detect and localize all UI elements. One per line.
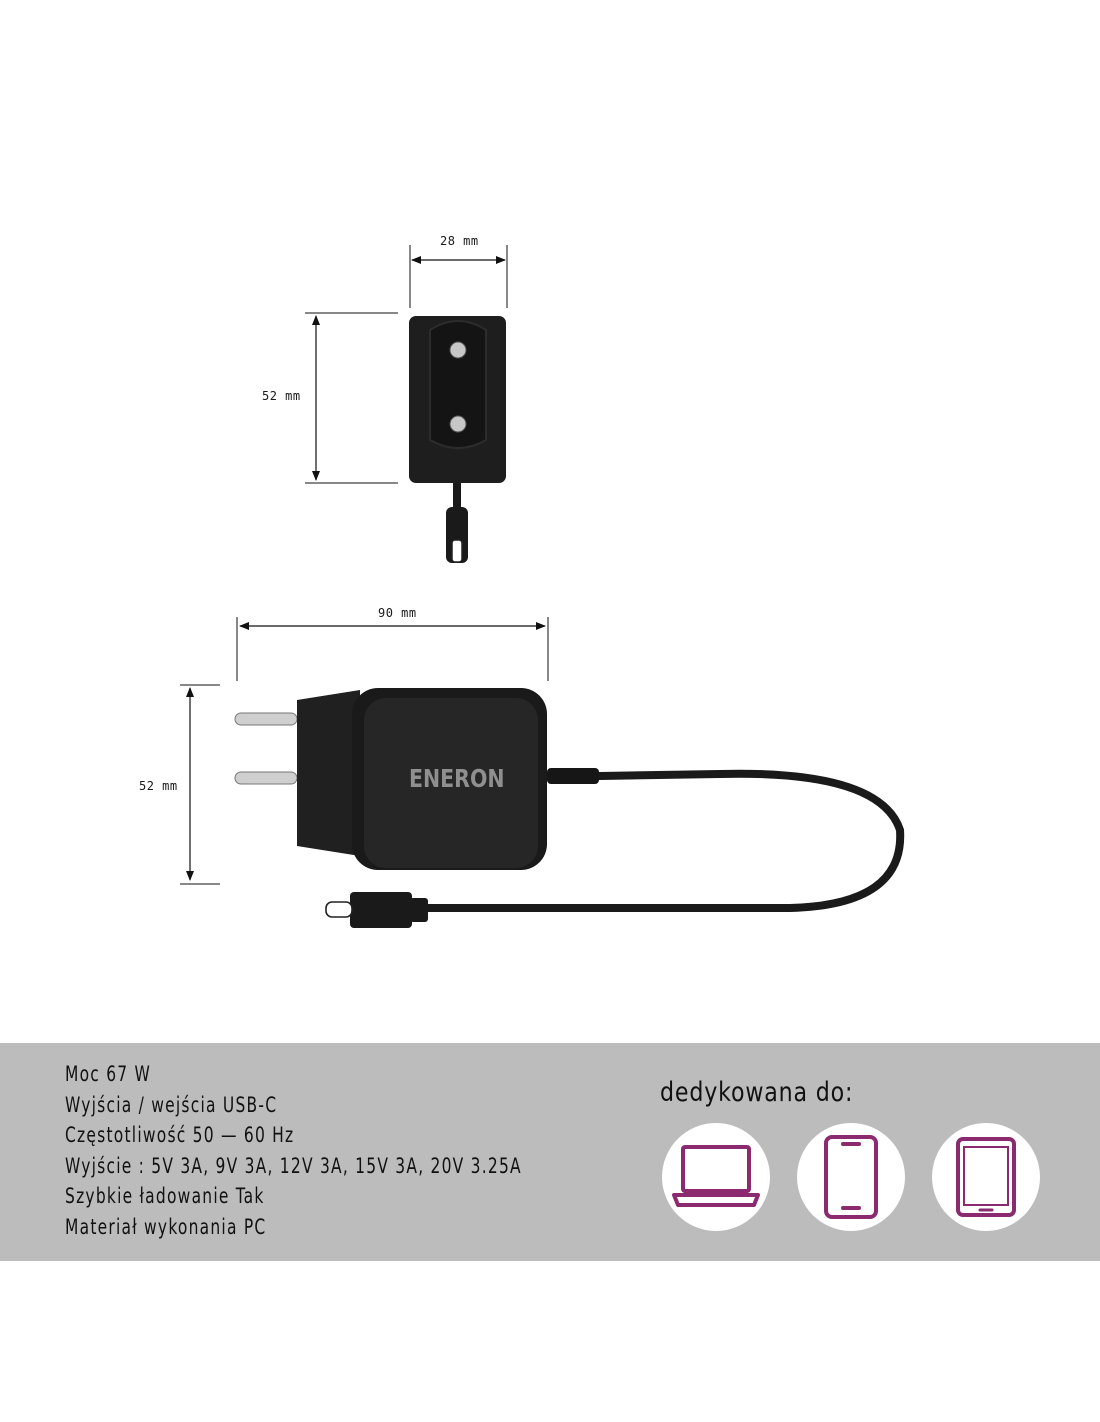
tablet-icon <box>956 1137 1016 1217</box>
spec-item-frequency: Częstotliwość 50 — 60 Hz <box>65 1123 295 1147</box>
spec-item-fast-charging: Szybkie ładowanie Tak <box>65 1184 265 1208</box>
cable-strain-relief <box>547 768 599 784</box>
charger-face <box>364 698 538 868</box>
top-height-label: 52 mm <box>262 389 301 403</box>
side-height-label: 52 mm <box>139 779 178 793</box>
device-tablet <box>932 1123 1040 1231</box>
cable-front <box>453 483 461 509</box>
specifications-panel: Moc 67 W Wyjścia / wejścia USB-C Częstot… <box>0 1043 1100 1261</box>
plug-pin-bottom <box>449 415 467 433</box>
charger-front-view <box>305 245 508 563</box>
spec-item-material: Materiał wykonania PC <box>65 1214 267 1239</box>
smartphone-icon <box>824 1135 878 1219</box>
plug-pin-top <box>449 341 467 359</box>
spec-list: Moc 67 W Wyjścia / wejścia USB-C Częstot… <box>65 1059 622 1242</box>
laptop-icon <box>672 1145 760 1207</box>
spec-item-ports: Wyjścia / wejścia USB-C <box>65 1092 278 1117</box>
plug-prong-top <box>234 712 298 726</box>
plug-base-outline <box>429 320 487 449</box>
brand-logo: ENERON <box>409 764 505 793</box>
usb-c-neck-side <box>410 898 428 922</box>
cable-side <box>416 769 905 912</box>
dedicated-title: dedykowana do: <box>660 1077 854 1108</box>
spec-item-output: Wyjście : 5V 3A, 9V 3A, 12V 3A, 15V 3A, … <box>65 1153 522 1178</box>
usb-c-tip-front <box>451 539 463 563</box>
top-width-label: 28 mm <box>440 234 479 248</box>
charger-side-view <box>180 617 905 928</box>
spec-item-power: Moc 67 W <box>65 1062 152 1086</box>
plug-prong-bottom <box>234 771 298 785</box>
usb-c-tip-side <box>325 901 353 918</box>
side-width-label: 90 mm <box>378 606 417 620</box>
device-smartphone <box>797 1123 905 1231</box>
product-dimension-drawing <box>180 245 905 928</box>
device-laptop <box>662 1123 770 1231</box>
plug-housing <box>297 690 360 856</box>
usb-c-housing-side <box>350 892 412 928</box>
